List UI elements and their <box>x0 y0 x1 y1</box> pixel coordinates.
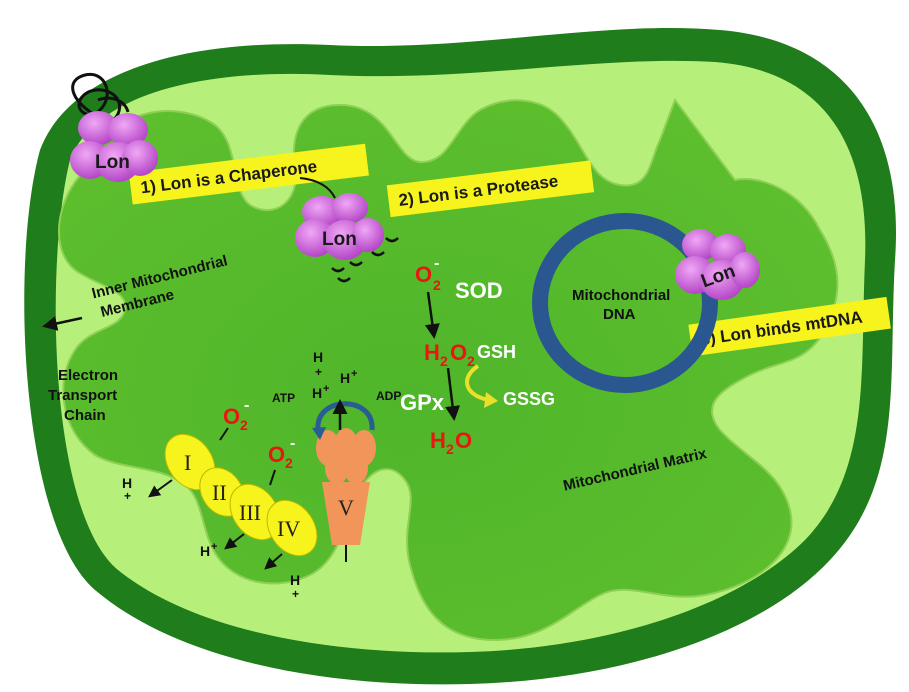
proton-right-h: H <box>340 370 350 386</box>
mtdna-label-1: Mitochondrial <box>572 287 670 304</box>
superoxide-sub: 2 <box>433 277 441 293</box>
h2o2-sub1: 2 <box>440 353 448 369</box>
etc-superoxide-2-sub: 2 <box>285 455 293 471</box>
proton-mid-h: H <box>312 385 322 401</box>
proton-1-plus: + <box>124 489 131 503</box>
etc-superoxide-2-charge: - <box>290 435 295 452</box>
complex-ii-label: II <box>212 480 227 505</box>
etc-label-2: Transport <box>48 387 117 404</box>
sod-label: SOD <box>455 278 503 303</box>
gpx-label: GPx <box>400 390 445 415</box>
etc-superoxide-2-o: O <box>268 442 285 467</box>
superoxide-charge: - <box>434 255 439 272</box>
proton-3-h: H <box>290 572 300 588</box>
water-h: H <box>430 428 446 453</box>
etc-label-3: Chain <box>64 407 106 424</box>
complex-i-label: I <box>184 450 191 475</box>
lon-label-chaperone: Lon <box>95 152 130 173</box>
proton-top-plus: + <box>315 365 322 379</box>
gsh-label: GSH <box>477 342 516 362</box>
superoxide-o: O <box>415 262 432 287</box>
etc-superoxide-1-sub: 2 <box>240 417 248 433</box>
proton-right-plus: + <box>351 368 357 380</box>
mtdna-label-2: DNA <box>603 306 636 323</box>
proton-3-plus: + <box>292 587 299 601</box>
water-sub: 2 <box>446 441 454 457</box>
gssg-label: GSSG <box>503 389 555 409</box>
h2o2-h: H <box>424 340 440 365</box>
adp-label: ADP <box>376 389 401 403</box>
proton-mid-plus: + <box>323 383 329 395</box>
complex-iv-label: IV <box>277 516 300 541</box>
proton-2-h: H <box>200 543 210 559</box>
atp-label: ATP <box>272 391 295 405</box>
proton-2-plus: + <box>211 541 217 553</box>
complex-iii-label: III <box>239 500 261 525</box>
etc-superoxide-1-charge: - <box>244 397 249 414</box>
etc-label-1: Electron <box>58 367 118 384</box>
etc-superoxide-1-o: O <box>223 404 240 429</box>
lon-label-protease: Lon <box>322 229 357 250</box>
water-o: O <box>455 428 472 453</box>
h2o2-o: O <box>450 340 467 365</box>
complex-v-label: V <box>338 495 354 520</box>
proton-top-h: H <box>313 349 323 365</box>
